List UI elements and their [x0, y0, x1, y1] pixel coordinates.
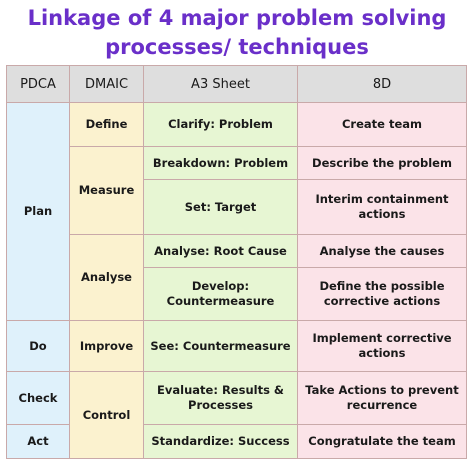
table-row: Measure Breakdown: Problem Describe the …: [7, 146, 467, 235]
dmaic-control: Control: [69, 371, 144, 459]
header-dmaic: DMAIC: [69, 65, 144, 103]
a3-cell: Analyse: Root Cause: [143, 234, 298, 268]
linkage-table: PDCA DMAIC A3 Sheet 8D Plan Define Clari…: [6, 65, 467, 459]
a3-cell: See: Countermeasure: [143, 320, 298, 372]
a3-cell: Clarify: Problem: [143, 102, 298, 147]
a3-cell: Develop: Countermeasure: [143, 267, 298, 321]
eightd-cell: Take Actions to prevent recurrence: [297, 371, 467, 425]
a3-cell: Breakdown: Problem: [143, 146, 298, 180]
pdca-check: Check: [6, 371, 70, 425]
pdca-act: Act: [6, 424, 70, 459]
table-row: Develop: Countermeasure Define the possi…: [7, 267, 467, 321]
table-row: Act Standardize: Success Congratulate th…: [6, 424, 467, 459]
eightd-cell: Congratulate the team: [297, 424, 467, 459]
a3-cell: Evaluate: Results & Processes: [143, 371, 298, 425]
dmaic-improve: Improve: [69, 320, 144, 372]
dmaic-analyse: Analyse: [69, 234, 144, 321]
eightd-cell: Analyse the causes: [297, 234, 467, 268]
eightd-cell: Create team: [297, 102, 467, 147]
title-line-1: Linkage of 4 major problem solving: [27, 6, 447, 30]
header-a3: A3 Sheet: [143, 65, 298, 103]
a3-cell: Set: Target: [143, 179, 298, 235]
eightd-cell: Interim containment actions: [297, 179, 467, 235]
pdca-do: Do: [6, 320, 70, 372]
eightd-cell: Describe the problem: [297, 146, 467, 180]
eightd-cell: Define the possible corrective actions: [297, 267, 467, 321]
title-line-2: processes/ techniques: [105, 35, 369, 59]
header-pdca: PDCA: [6, 65, 70, 103]
header-row: PDCA DMAIC A3 Sheet 8D: [6, 65, 467, 103]
table-row: Plan Define Clarify: Problem Create team: [6, 102, 467, 321]
header-8d: 8D: [297, 65, 467, 103]
dmaic-measure: Measure: [69, 146, 144, 235]
eightd-cell: Implement corrective actions: [297, 320, 467, 372]
table-row: Set: Target Interim containment actions: [7, 179, 467, 235]
table-row: Do Improve See: Countermeasure Implement…: [6, 320, 467, 372]
diagram-title: Linkage of 4 major problem solving proce…: [0, 4, 474, 62]
a3-cell: Standardize: Success: [143, 424, 298, 459]
table-row: Analyse Analyse: Root Cause Analyse the …: [7, 234, 467, 321]
pdca-plan: Plan: [6, 102, 70, 321]
table-row: Check Control Evaluate: Results & Proces…: [6, 371, 467, 459]
dmaic-define: Define: [69, 102, 144, 147]
